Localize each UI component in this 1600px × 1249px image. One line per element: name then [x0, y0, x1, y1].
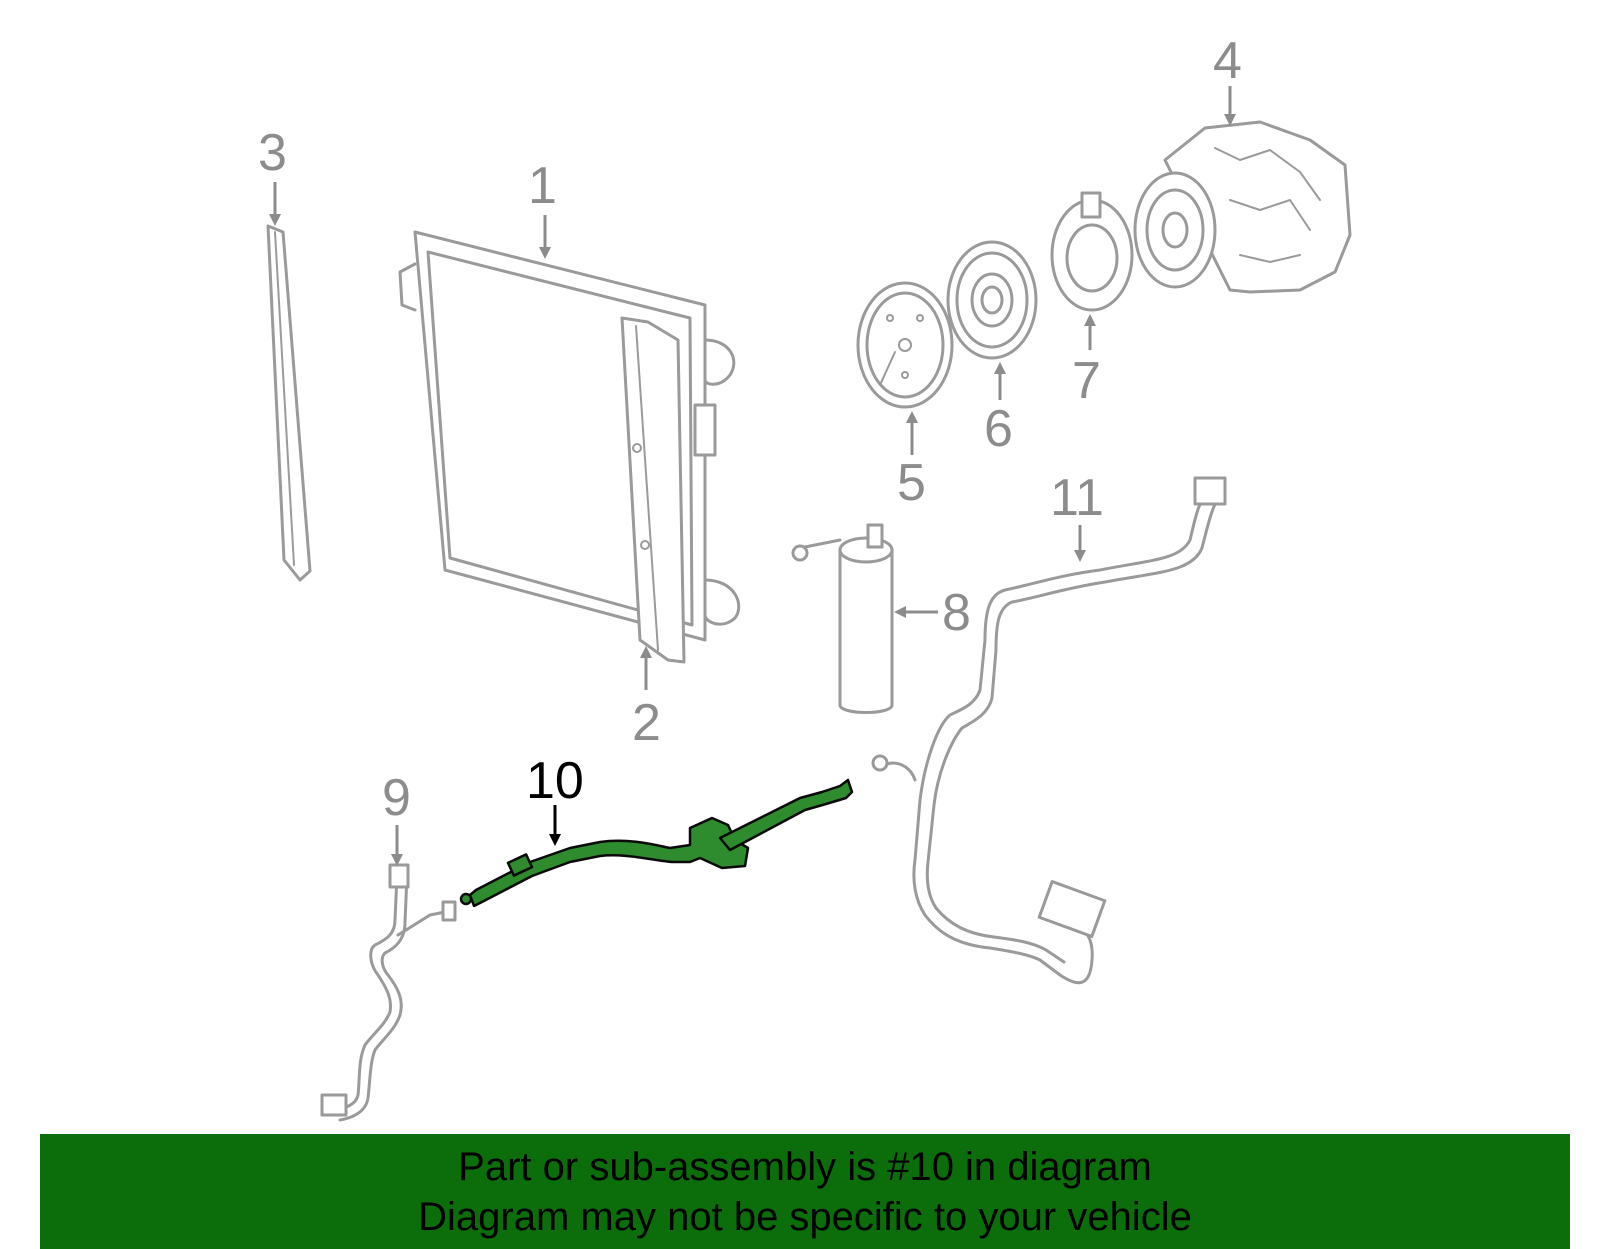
callout-5: 5 [897, 454, 926, 512]
callout-6: 6 [984, 400, 1013, 458]
arrow-6-head [994, 362, 1006, 374]
callout-10: 10 [526, 752, 584, 810]
part-8-drier [791, 523, 894, 714]
part-4-compressor [1133, 120, 1352, 294]
part-1-condenser [398, 230, 741, 642]
callout-labels: 3 1 2 4 5 6 7 8 9 10 11 [258, 32, 1242, 827]
arrow-11-head [1074, 550, 1086, 562]
part-9-line [320, 863, 457, 1122]
arrow-10-head [549, 834, 561, 846]
arrow-7-head [1084, 314, 1096, 326]
part-3-seal [266, 224, 312, 582]
part-6-pulley [946, 240, 1038, 360]
arrow-3-head [269, 214, 281, 226]
part-7-coil [1050, 191, 1134, 312]
callout-9: 9 [382, 769, 411, 827]
arrow-5-head [906, 411, 918, 423]
part-5-clutch-plate [856, 281, 954, 409]
callout-1: 1 [528, 157, 557, 215]
callout-7: 7 [1072, 352, 1101, 410]
arrow-4-head [1224, 114, 1236, 126]
callout-11: 11 [1050, 469, 1104, 527]
arrow-9-head [391, 854, 403, 866]
callout-arrows [269, 86, 1236, 866]
callout-8: 8 [942, 584, 971, 642]
part-11-hose [871, 476, 1227, 985]
callout-2: 2 [632, 694, 661, 752]
arrow-8-head [894, 606, 906, 618]
part-2-bracket [620, 316, 686, 664]
callout-4: 4 [1213, 32, 1242, 90]
info-banner: Part or sub-assembly is #10 in diagram D… [40, 1134, 1570, 1249]
arrow-2-head [640, 646, 652, 658]
banner-line-2: Diagram may not be specific to your vehi… [418, 1195, 1192, 1239]
arrow-1-head [539, 247, 551, 259]
banner-line-1: Part or sub-assembly is #10 in diagram [458, 1145, 1152, 1189]
part-10-liquid-line [459, 778, 854, 908]
callout-3: 3 [258, 124, 287, 182]
